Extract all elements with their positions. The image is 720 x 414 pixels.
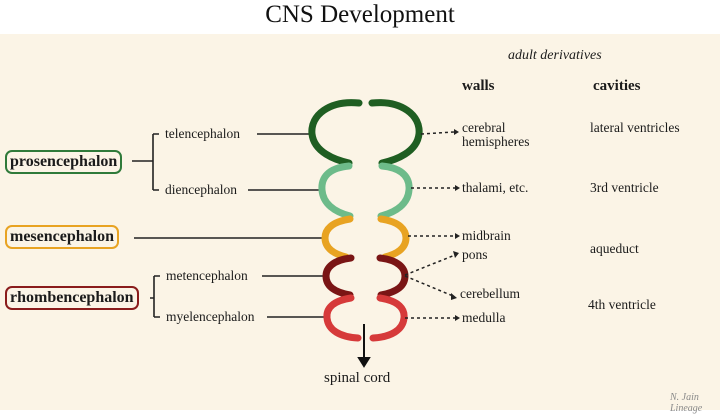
wall-cerebral-line1: cerebral bbox=[462, 120, 506, 135]
midbrain-arrowhead bbox=[455, 233, 460, 239]
wall-thalami: thalami, etc. bbox=[462, 180, 529, 195]
cavity-fourth-ventricle: 4th ventricle bbox=[588, 297, 656, 312]
diencephalon-vesicle-right bbox=[377, 162, 413, 220]
mesencephalon-vesicle-right bbox=[377, 215, 410, 261]
rhombencephalon-box: rhombencephalon bbox=[5, 286, 139, 310]
cerebellum-arrowhead bbox=[451, 293, 457, 300]
cavities-heading: cavities bbox=[593, 78, 641, 94]
cerebral-arrow bbox=[420, 131, 455, 135]
cerebellum-arrow bbox=[404, 275, 454, 297]
telencephalon-vesicle-right bbox=[368, 99, 423, 167]
author-signature: N. Jain Lineage bbox=[670, 392, 703, 414]
wall-midbrain: midbrain bbox=[462, 228, 511, 243]
metencephalon-vesicle-right bbox=[376, 254, 409, 299]
diencephalon-label: diencephalon bbox=[165, 182, 237, 197]
telencephalon-label: telencephalon bbox=[165, 126, 240, 141]
mesencephalon-box: mesencephalon bbox=[5, 225, 119, 249]
spinal-cord-arrowhead bbox=[357, 357, 371, 368]
page-title: CNS Development bbox=[265, 1, 455, 28]
walls-heading: walls bbox=[462, 78, 495, 94]
medulla-arrowhead bbox=[455, 315, 460, 321]
myelencephalon-vesicle-right bbox=[369, 294, 408, 342]
diagram-panel bbox=[0, 34, 720, 410]
cerebral-arrowhead bbox=[454, 129, 459, 135]
prosencephalon-box: prosencephalon bbox=[5, 150, 123, 174]
pons-arrowhead bbox=[453, 251, 459, 258]
adult-derivatives-heading: adult derivatives bbox=[508, 48, 602, 63]
spinal-cord-label: spinal cord bbox=[324, 370, 391, 386]
metencephalon-label: metencephalon bbox=[166, 268, 248, 283]
mesencephalon-vesicle-left bbox=[321, 215, 354, 261]
pons-arrow bbox=[404, 254, 456, 276]
prosencephalon-bracket bbox=[132, 133, 159, 191]
metencephalon-vesicle-left bbox=[322, 254, 355, 299]
wall-cerebral-line2: hemispheres bbox=[462, 134, 530, 149]
cavity-third-ventricle: 3rd ventricle bbox=[590, 180, 659, 195]
cavity-lateral-ventricles: lateral ventricles bbox=[590, 120, 680, 135]
telencephalon-vesicle-left bbox=[308, 99, 363, 167]
wall-pons: pons bbox=[462, 247, 488, 262]
cavity-aqueduct: aqueduct bbox=[590, 241, 639, 256]
wall-cerebellum: cerebellum bbox=[460, 286, 520, 301]
myelencephalon-vesicle-left bbox=[323, 294, 362, 342]
myelencephalon-label: myelencephalon bbox=[166, 309, 255, 324]
thalami-arrowhead bbox=[455, 185, 460, 191]
wall-medulla: medulla bbox=[462, 310, 506, 325]
diencephalon-vesicle-left bbox=[318, 162, 354, 220]
rhombencephalon-bracket bbox=[150, 275, 160, 318]
